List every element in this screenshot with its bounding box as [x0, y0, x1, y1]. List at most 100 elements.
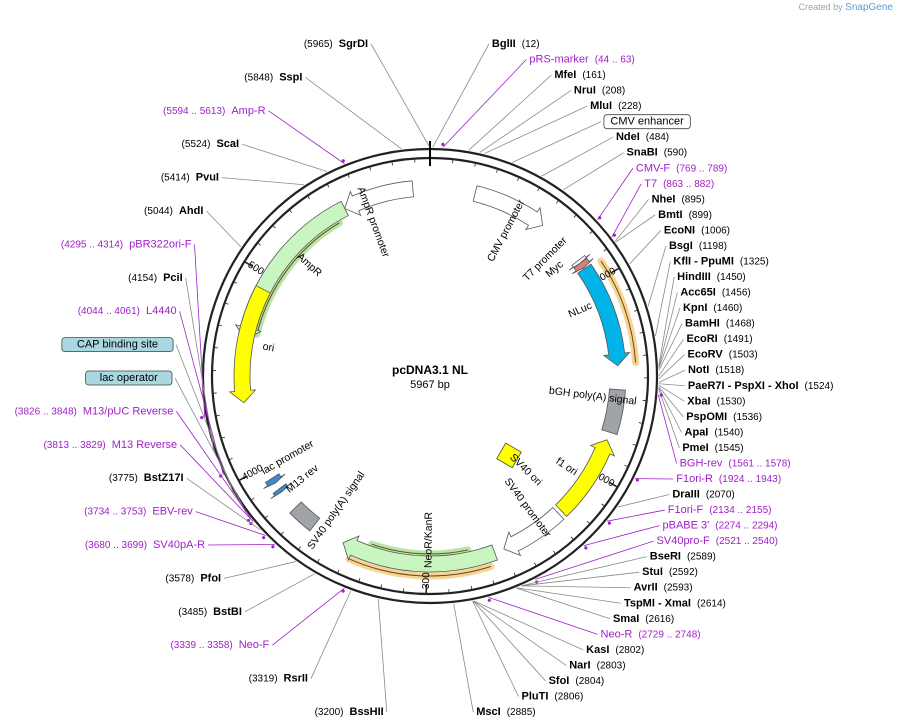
pcii-text: (4154)PciI — [128, 272, 182, 284]
snapgene-logo: SnapGene — [845, 2, 893, 13]
nluc-feature — [577, 263, 631, 367]
avrii-text: AvrII(2593) — [634, 582, 693, 594]
kasi-site-label: KasI(2802) — [586, 644, 644, 656]
scale-tick — [470, 585, 473, 590]
pvui-text: (5414)PvuI — [161, 172, 219, 184]
tspmi-xmai-position: (2614) — [697, 598, 726, 609]
draiii-text: DraIII(2070) — [672, 488, 734, 500]
bamhi-name: BamHI — [685, 318, 720, 330]
pmei-name: PmeI — [682, 442, 708, 454]
kpni-position: (1460) — [713, 303, 742, 314]
neo-f-primer-label: (3339 .. 3358)Neo-F — [170, 639, 269, 651]
smai-name: SmaI — [613, 613, 639, 625]
scale-tick — [492, 580, 495, 584]
pluti-leader — [472, 600, 519, 697]
plasmid-size: 5967 bp — [410, 379, 450, 391]
hindiii-name: HindIII — [677, 271, 711, 283]
scale-tick — [556, 200, 559, 204]
ahdi-position: (5044) — [144, 206, 173, 217]
l4440-text: (4044 .. 4061)L4440 — [78, 305, 177, 317]
bglii-site-label: BglII(12) — [492, 38, 540, 50]
neo-r-primer-mark — [487, 598, 491, 602]
kpni-site-label: KpnI(1460) — [683, 302, 742, 314]
scale-tick — [337, 569, 340, 573]
scale-tick — [632, 443, 636, 446]
pspomi-position: (1536) — [733, 411, 762, 422]
lac-operator-leader — [174, 377, 247, 513]
sgrdi-name: SgrDI — [339, 38, 368, 50]
tspmi-xmai-name: TspMI - XmaI — [624, 597, 691, 609]
bstz17i-position: (3775) — [109, 473, 138, 484]
pbabe-3-name: pBABE 3' — [663, 519, 710, 531]
scale-tick — [272, 225, 276, 229]
sv40pro-f-name: SV40pro-F — [657, 535, 710, 547]
cap-binding-site-box — [61, 337, 174, 353]
paer7i-pspxi-xhoi-position: (1524) — [805, 380, 834, 391]
m13-reverse-name: M13 Reverse — [112, 439, 177, 451]
bsgi-site-label: BsgI(1198) — [669, 240, 727, 252]
nhei-site-label: NheI(895) — [652, 193, 705, 205]
noti-site-label: NotI(1518) — [688, 364, 744, 376]
t7-position: (863 .. 882) — [663, 178, 714, 189]
nari-site-label: NarI(2803) — [569, 659, 625, 671]
scale-tick — [244, 261, 253, 267]
ndei-leader — [541, 136, 614, 177]
neo-f-name: Neo-F — [239, 639, 270, 651]
t7-leader — [611, 183, 642, 238]
pspomi-name: PspOMI — [686, 411, 727, 423]
bmti-position: (899) — [689, 210, 712, 221]
kfli-ppumi-leader — [655, 261, 671, 337]
econi-site-label: EcoNI(1006) — [664, 224, 730, 236]
snabi-leader — [563, 152, 624, 191]
pcii-leader — [185, 277, 215, 453]
scale-tick — [633, 309, 637, 312]
pbr322ori-f-primer-label: (4295 .. 4314)pBR322ori-F — [61, 238, 192, 250]
scale-tick — [391, 162, 393, 166]
amp-r-position: (5594 .. 5613) — [163, 105, 225, 116]
t7-name: T7 — [644, 178, 657, 190]
bgh-rev-leader — [657, 394, 677, 464]
neo-r-leader — [488, 597, 598, 635]
scale-tick — [474, 163, 476, 167]
msci-name: MscI — [476, 706, 500, 718]
feature-label-ampr: AmpR — [294, 251, 324, 280]
sv40pro-f-position: (2521 .. 2540) — [716, 536, 778, 547]
scale-tick — [537, 188, 540, 192]
neo-r-name: Neo-R — [601, 628, 633, 640]
snapgene-credit: Created by SnapGene — [799, 2, 893, 13]
bglii-leader — [432, 43, 490, 148]
pluti-name: PluTI — [522, 690, 549, 702]
scale-tick — [533, 562, 537, 566]
xbai-text: XbaI(1530) — [687, 395, 745, 407]
site-labels: BglII(12)pRS-marker(44 .. 63)MfeI(161)Nr… — [15, 38, 834, 718]
nluc-highlight-line — [600, 260, 637, 363]
avrii-site-label: AvrII(2593) — [634, 582, 693, 594]
bseri-position: (2589) — [687, 551, 716, 562]
pbabe-3-leader — [583, 525, 660, 547]
scale-tick — [625, 288, 629, 291]
scale-tick — [638, 422, 642, 424]
ebv-rev-primer-mark — [262, 536, 266, 540]
nari-leader — [473, 600, 567, 666]
ecori-site-label: EcoRI(1491) — [687, 333, 753, 345]
ecorv-name: EcoRV — [688, 349, 724, 361]
nhei-name: NheI — [652, 193, 676, 205]
snabi-text: SnaBI(590) — [627, 147, 688, 159]
sv40-ori-feature — [496, 442, 522, 469]
smai-site-label: SmaI(2616) — [613, 613, 674, 625]
paer7i-pspxi-xhoi-site-label: PaeR7I - PspXI - XhoI(1524) — [688, 380, 834, 392]
neo-f-leader — [272, 588, 345, 646]
paer7i-pspxi-xhoi-text: PaeR7I - PspXI - XhoI(1524) — [688, 380, 834, 392]
scale-tick — [611, 267, 619, 274]
sgrdi-position: (5965) — [304, 39, 333, 50]
f1ori-f-position: (2134 .. 2155) — [709, 505, 771, 516]
sv40-promoter-feature — [503, 506, 565, 557]
ndei-position: (484) — [646, 132, 669, 143]
ndei-text: NdeI(484) — [616, 131, 669, 143]
sspi-position: (5848) — [244, 72, 273, 83]
draiii-name: DraIII — [672, 488, 700, 500]
bmti-leader — [615, 214, 656, 243]
pvui-leader — [221, 177, 305, 186]
xbai-site-label: XbaI(1530) — [687, 395, 745, 407]
